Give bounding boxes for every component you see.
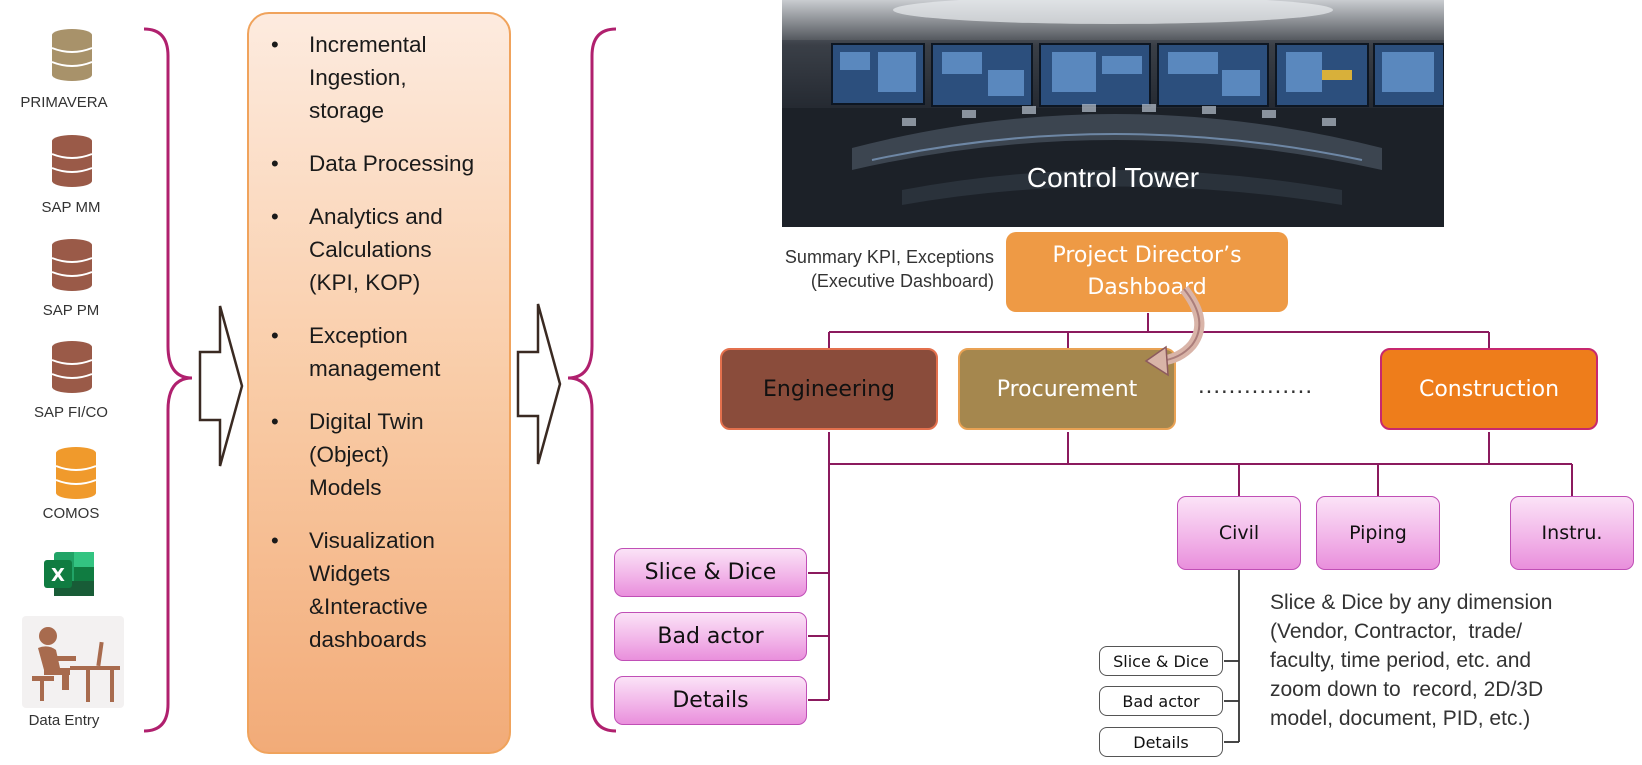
discipline-label: Instru. — [1541, 522, 1603, 544]
flow-arrow-icon — [198, 305, 244, 467]
action-label: Details — [672, 688, 749, 713]
director-note-line2: (Executive Dashboard) — [810, 271, 994, 291]
department-engineering[interactable]: Engineering — [720, 348, 938, 430]
right-action-bad-actor[interactable]: Bad actor — [1099, 686, 1223, 716]
department-label: Procurement — [996, 376, 1138, 402]
ellipsis-separator: ............... — [1198, 372, 1314, 399]
department-procurement[interactable]: Procurement — [958, 348, 1176, 430]
action-label: Details — [1133, 732, 1189, 752]
database-icon — [51, 341, 93, 393]
discipline-piping[interactable]: Piping — [1316, 496, 1440, 570]
processing-item: Exception management — [271, 319, 469, 385]
discipline-civil[interactable]: Civil — [1177, 496, 1301, 570]
description-line: zoom down to record, 2D/3D — [1270, 678, 1544, 701]
left-action-bad-actor[interactable]: Bad actor — [614, 612, 807, 661]
database-icon — [51, 29, 93, 81]
source-label-data-entry: Data Entry — [28, 712, 100, 729]
department-construction[interactable]: Construction — [1380, 348, 1598, 430]
flow-arrow-icon — [516, 303, 562, 465]
processing-item: Visualization Widgets &Interactive dashb… — [271, 524, 479, 656]
right-action-details[interactable]: Details — [1099, 727, 1223, 757]
action-label: Slice & Dice — [644, 560, 777, 585]
processing-panel: Incremental Ingestion, storage Data Proc… — [247, 12, 511, 754]
director-note: Summary KPI, Exceptions (Executive Dashb… — [720, 245, 994, 293]
slice-dice-description: Slice & Dice by any dimension (Vendor, C… — [1270, 588, 1552, 733]
director-note-line1: Summary KPI, Exceptions — [784, 247, 994, 267]
database-icon — [55, 447, 97, 499]
left-brace — [143, 27, 193, 733]
database-icon — [51, 239, 93, 291]
data-entry-image — [22, 616, 124, 708]
processing-item: Incremental Ingestion, storage — [271, 28, 479, 127]
discipline-label: Piping — [1349, 522, 1407, 544]
source-label-primavera: PRIMAVERA — [20, 94, 108, 111]
discipline-instrumentation[interactable]: Instru. — [1510, 496, 1634, 570]
project-director-dashboard[interactable]: Project Director’s Dashboard — [1006, 232, 1288, 312]
right-brace — [567, 27, 617, 733]
department-label: Construction — [1418, 376, 1560, 402]
description-line: Slice & Dice by any dimension — [1270, 591, 1553, 614]
description-line: model, document, PID, etc.) — [1270, 707, 1531, 730]
action-label: Slice & Dice — [1113, 651, 1209, 671]
description-line: faculty, time period, etc. and — [1270, 649, 1532, 672]
director-title-line1: Project Director’s — [1052, 243, 1242, 268]
processing-item: Digital Twin (Object) Models — [271, 405, 449, 504]
discipline-label: Civil — [1218, 522, 1260, 544]
processing-item: Data Processing — [271, 147, 509, 180]
person-at-desk-icon — [32, 627, 120, 702]
source-label-comos: COMOS — [42, 505, 100, 522]
processing-item: Analytics and Calculations (KPI, KOP) — [271, 200, 469, 299]
left-action-slice-dice[interactable]: Slice & Dice — [614, 548, 807, 597]
left-action-details[interactable]: Details — [614, 676, 807, 725]
svg-text:X: X — [51, 565, 65, 586]
action-label: Bad actor — [657, 624, 764, 649]
curved-arrow-icon — [1144, 285, 1205, 377]
source-label-sap-mm: SAP MM — [41, 199, 101, 216]
description-line: (Vendor, Contractor, trade/ — [1270, 620, 1523, 643]
control-tower-caption: Control Tower — [1026, 162, 1200, 193]
right-action-slice-dice[interactable]: Slice & Dice — [1099, 646, 1223, 676]
excel-icon: X — [44, 552, 94, 596]
control-tower-image: Control Tower — [782, 0, 1444, 227]
database-icon — [51, 135, 93, 187]
action-label: Bad actor — [1122, 691, 1200, 711]
department-label: Engineering — [763, 376, 895, 402]
source-label-sap-pm: SAP PM — [42, 302, 100, 319]
source-label-sap-fico: SAP FI/CO — [34, 404, 108, 421]
